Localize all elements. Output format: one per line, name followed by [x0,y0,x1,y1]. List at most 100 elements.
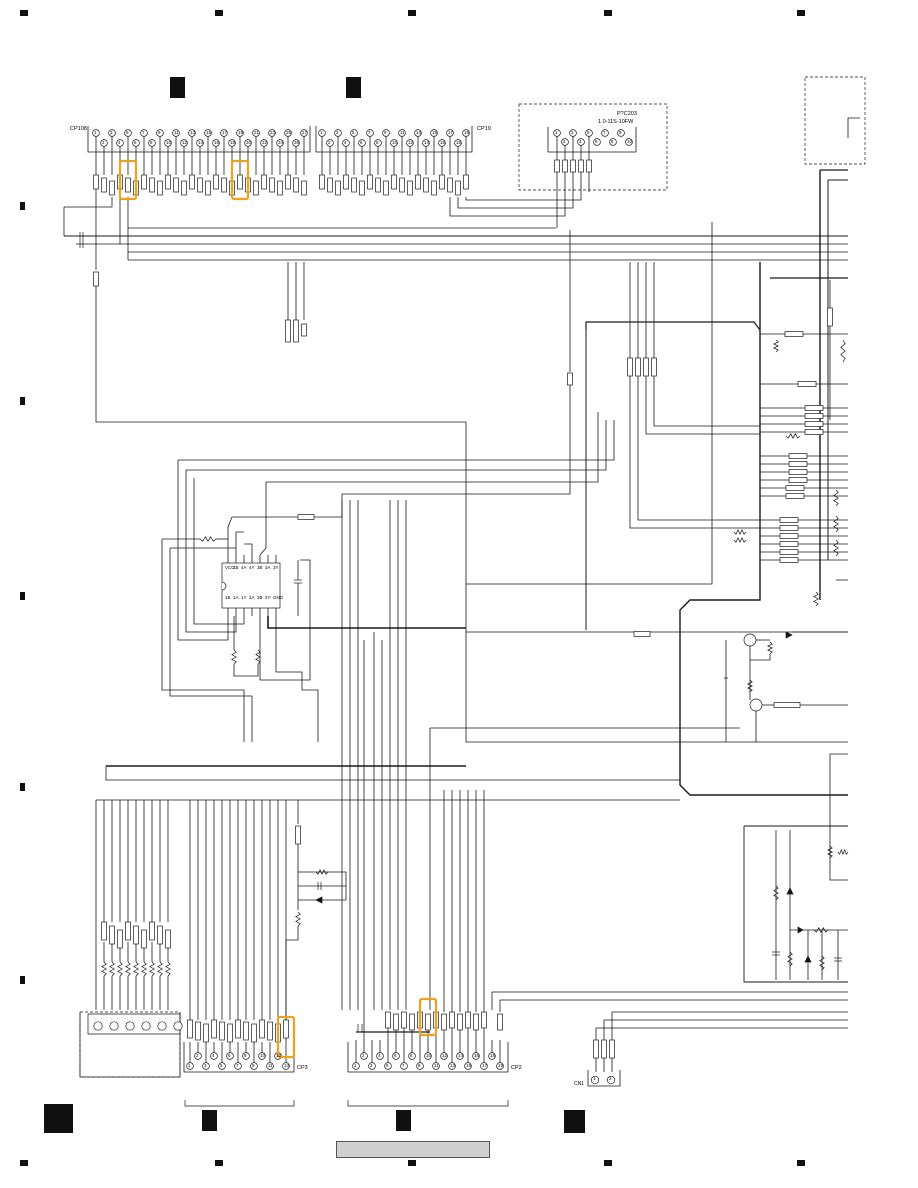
pin-number: 9 [619,130,622,135]
wires [63,117,860,1107]
resistor [297,514,315,520]
pin-number: 8 [150,140,153,145]
pin-number: 5 [126,130,129,135]
resistor [407,180,413,196]
pin-circle [220,129,228,137]
resistor [173,177,179,193]
pin-circle [164,139,172,147]
resistor [788,469,808,475]
block-marker [202,1110,217,1131]
resistor [779,533,799,539]
resistor [804,405,824,411]
pin-circle [194,1052,202,1060]
connector-outline [87,126,311,153]
pin-circle [92,129,100,137]
ic-pin-label: 2B [257,595,263,600]
pin-circle [300,129,308,137]
pin-circle [226,1052,234,1060]
pin-number: 2 [563,139,566,144]
resistor [335,180,341,196]
resistor [343,174,349,190]
pin-circle [212,139,220,147]
pin-circle [334,129,342,137]
resistor [784,331,804,337]
pin-circle [432,1062,440,1070]
border-tick [408,1160,416,1166]
resistor [243,1021,249,1041]
resistor-zigzag [733,528,747,536]
wire [499,999,848,1012]
pin-circle [186,1062,194,1070]
resistor-zigzag [149,961,155,977]
pin-circle [93,1021,103,1031]
ic-pin-label: VCC [225,565,235,570]
resistor [221,177,227,193]
resistor [253,180,259,196]
pin-number: 3 [336,130,339,135]
resistor [149,921,155,941]
resistor [351,177,357,193]
resistor [117,929,123,949]
resistor [578,159,584,173]
resistor [285,319,291,343]
resistor [779,517,799,523]
border-tick [20,397,25,405]
pin-circle [318,129,326,137]
pin-number: 19 [464,130,470,135]
resistor [213,174,219,190]
pin-number: 27 [302,130,308,135]
components [79,76,866,1085]
connector-label: CN1 [574,1081,585,1087]
resistor-zigzag [772,339,780,353]
resistor [237,174,243,190]
pin-number: 9 [252,1063,255,1068]
resistor [827,307,833,327]
pin-number: 21 [254,130,260,135]
frame-marks [20,10,805,1166]
cable-ref: P?C203 [617,111,637,117]
ic-pin-label: 2A [249,595,255,600]
highlight-markers [118,159,438,1059]
resistor [293,177,299,193]
wire [749,646,771,661]
transistor [743,633,757,647]
resistor-zigzag [785,433,801,439]
resistor-zigzag [773,885,779,901]
ic-body [221,562,281,609]
ic-pin-label: 1B [225,595,231,600]
pin-number: 9 [418,1063,421,1068]
pin-number: 8 [244,1053,247,1058]
pin-number: 8 [376,140,379,145]
resistor [319,174,325,190]
resistor [804,421,824,427]
resistor-zigzag [837,848,849,856]
pin-circle [382,129,390,137]
pin-circle [462,129,470,137]
diode [785,631,793,639]
pin-circle [125,1021,135,1031]
resistor [463,174,469,190]
pin-number: 4 [378,1053,381,1058]
pin-number: 1 [188,1063,191,1068]
pin-circle [593,138,601,146]
resistor [295,825,301,845]
resistor [259,1019,265,1039]
wire [491,991,848,1010]
pin-number: 19 [498,1063,504,1068]
wire [847,117,860,138]
resistor [197,177,203,193]
pin-number: 5 [587,130,590,135]
resistor [277,180,283,196]
wire [161,539,245,742]
wire [95,286,848,743]
wire [466,222,713,585]
resistor [301,180,307,196]
resistor [251,1023,257,1043]
pin-number: 7 [603,130,606,135]
ic-pin-label: 3Y [273,565,279,570]
wire [275,616,319,742]
resistor [643,357,649,377]
wire [186,420,607,471]
pin-number: 12 [276,1053,282,1058]
pin-number: 5 [220,1063,223,1068]
